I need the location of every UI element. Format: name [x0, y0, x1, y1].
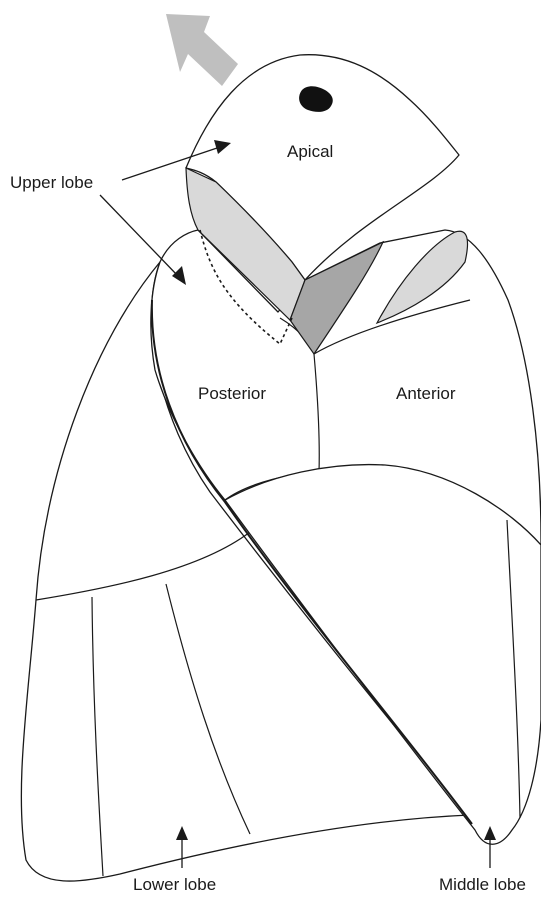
- label-posterior: Posterior: [198, 384, 266, 403]
- label-apical: Apical: [287, 142, 333, 161]
- label-middle-lobe: Middle lobe: [439, 875, 526, 894]
- upper-lobe-posterior-arrow: [100, 195, 186, 285]
- direction-arrow-icon: [166, 14, 238, 86]
- label-anterior: Anterior: [396, 384, 456, 403]
- label-upper-lobe: Upper lobe: [10, 173, 93, 192]
- label-lower-lobe: Lower lobe: [133, 875, 216, 894]
